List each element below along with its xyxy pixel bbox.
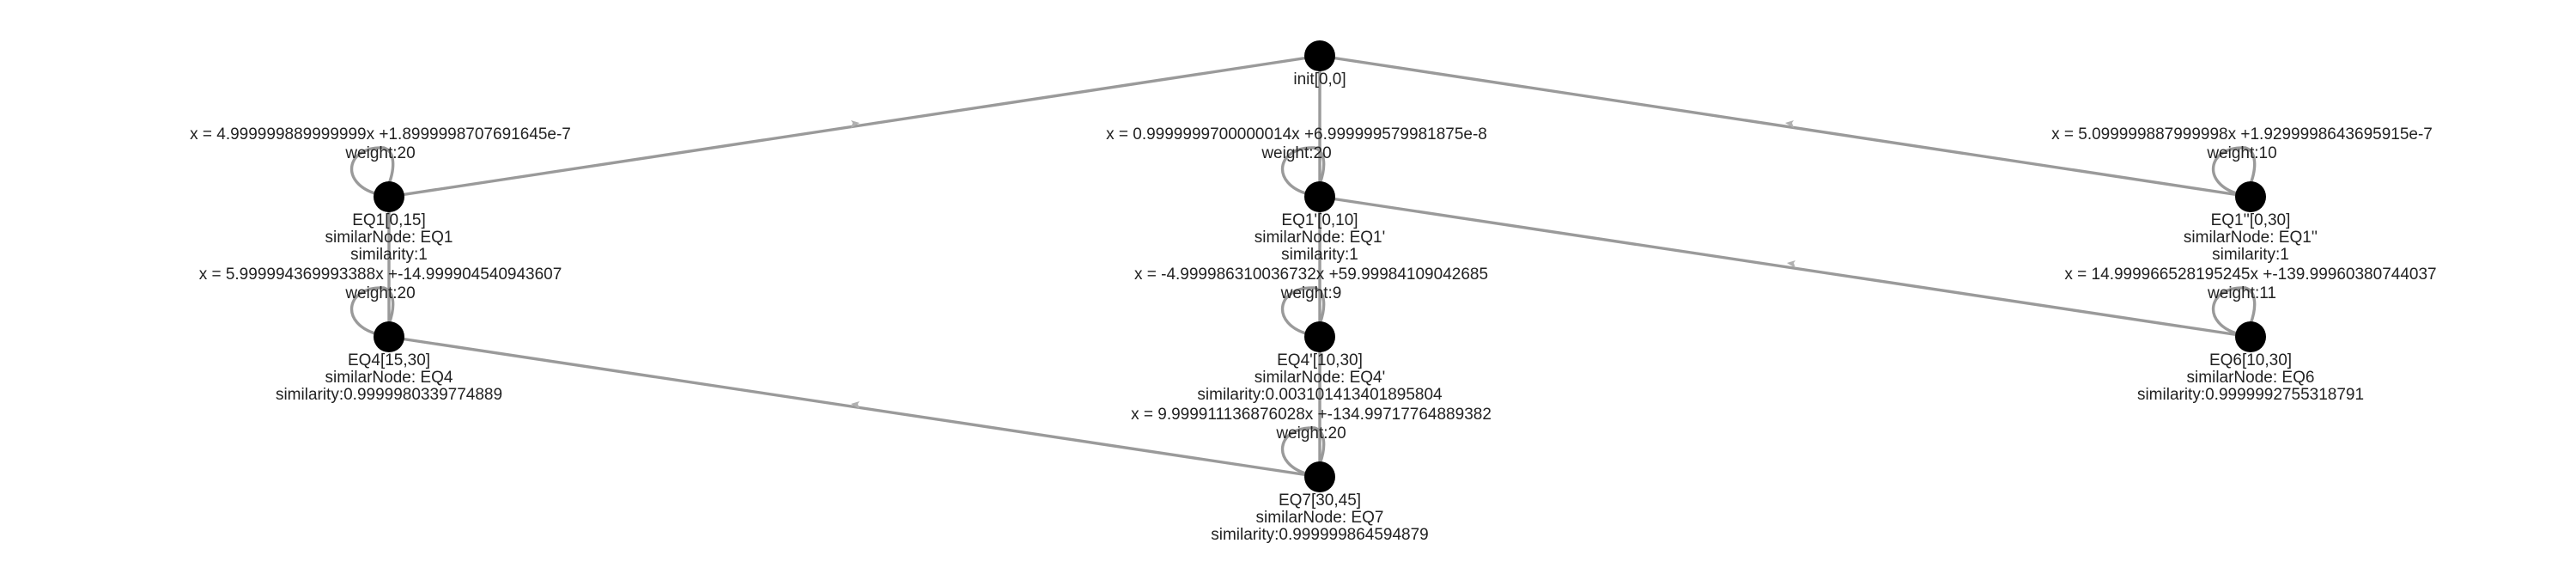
- similarity-eq7: similarity:0.999999864594879: [1211, 526, 1429, 544]
- similarity-eq1pp: similarity:1: [2212, 246, 2289, 264]
- node-eq6[interactable]: [2235, 321, 2266, 352]
- similar-node-eq7: similarNode: EQ7: [1256, 509, 1384, 527]
- node-label-init: init[0,0]: [1293, 70, 1346, 89]
- loop-equation-eq1p: x = 0.9999999700000014x +6.9999995799818…: [1106, 125, 1487, 143]
- similarity-eq6: similarity:0.9999992755318791: [2137, 386, 2364, 404]
- self-loop-eq7: [1281, 426, 1326, 476]
- arrow-marker: [1785, 120, 1794, 128]
- node-label-eq1p: EQ1'[0,10]: [1281, 211, 1358, 229]
- self-loop-eq1pp: [2212, 146, 2257, 196]
- arrow-marker: [851, 401, 860, 409]
- loop-equation-eq4: x = 5.999994369993388x +-14.999904540943…: [199, 266, 562, 284]
- node-label-eq4: EQ4[15,30]: [348, 351, 430, 369]
- similar-node-eq6: similarNode: EQ6: [2187, 369, 2315, 387]
- arrow-marker: [1787, 260, 1795, 268]
- node-init[interactable]: [1304, 40, 1335, 71]
- similar-node-eq1: similarNode: EQ1: [325, 229, 453, 247]
- node-eq1p[interactable]: [1304, 181, 1335, 212]
- node-label-eq4p: EQ4'[10,30]: [1277, 351, 1363, 369]
- node-eq1pp[interactable]: [2235, 181, 2266, 212]
- similar-node-eq1p: similarNode: EQ1': [1255, 229, 1386, 247]
- node-eq7[interactable]: [1304, 461, 1335, 492]
- node-eq4[interactable]: [374, 321, 404, 352]
- edge-init-eq1pp: [1319, 54, 2251, 198]
- edge-eq4-eq7: [388, 335, 1321, 479]
- loop-equation-eq1: x = 4.999999889999999x +1.89999987076916…: [190, 125, 571, 143]
- loop-weight-eq6: weight:11: [2207, 284, 2276, 302]
- similar-node-eq1pp: similarNode: EQ1'': [2184, 229, 2318, 247]
- self-loop-eq4: [350, 286, 395, 336]
- nodes: [374, 40, 2266, 492]
- similarity-eq1: similarity:1: [350, 246, 428, 264]
- edge-eq1p-eq6: [1319, 195, 2251, 339]
- similarity-eq1p: similarity:1: [1281, 246, 1358, 264]
- self-loop-eq4p: [1281, 286, 1326, 336]
- arrow-marker: [851, 120, 860, 128]
- loop-weight-eq1pp: weight:10: [2206, 144, 2276, 162]
- self-loops: [350, 146, 2257, 476]
- loop-weight-eq1: weight:20: [344, 144, 415, 162]
- similar-node-eq4p: similarNode: EQ4': [1255, 369, 1386, 387]
- edge-arrows: [851, 120, 1795, 409]
- edge-init-eq1: [388, 54, 1321, 198]
- node-label-eq6: EQ6[10,30]: [2209, 351, 2292, 369]
- similarity-eq4p: similarity:0.003101413401895804: [1197, 386, 1443, 404]
- node-eq4p[interactable]: [1304, 321, 1335, 352]
- node-label-eq1: EQ1[0,15]: [352, 211, 426, 229]
- node-eq1[interactable]: [374, 181, 404, 212]
- self-loop-eq1: [350, 146, 395, 196]
- loop-equation-eq7: x = 9.999911136876028x +-134.99717764889…: [1131, 406, 1492, 424]
- self-loop-eq6: [2212, 286, 2257, 336]
- loop-equation-eq1pp: x = 5.099999887999998x +1.92999986436959…: [2051, 125, 2433, 143]
- similar-node-eq4: similarNode: EQ4: [325, 369, 453, 387]
- node-label-eq7: EQ7[30,45]: [1279, 491, 1361, 510]
- self-loop-eq1p: [1281, 146, 1326, 196]
- loop-weight-eq7: weight:20: [1275, 424, 1346, 443]
- loop-weight-eq1p: weight:20: [1261, 144, 1331, 162]
- loop-weight-eq4: weight:20: [344, 284, 415, 302]
- loop-weight-eq4p: weight:9: [1280, 284, 1342, 302]
- similarity-eq4: similarity:0.9999980339774889: [276, 386, 502, 404]
- loop-equation-eq4p: x = -4.999986310036732x +59.999841090426…: [1134, 266, 1488, 284]
- loop-equation-eq6: x = 14.999966528195245x +-139.9996038074…: [2064, 266, 2436, 284]
- edges: [387, 54, 2251, 479]
- node-label-eq1pp: EQ1''[0,30]: [2211, 211, 2291, 229]
